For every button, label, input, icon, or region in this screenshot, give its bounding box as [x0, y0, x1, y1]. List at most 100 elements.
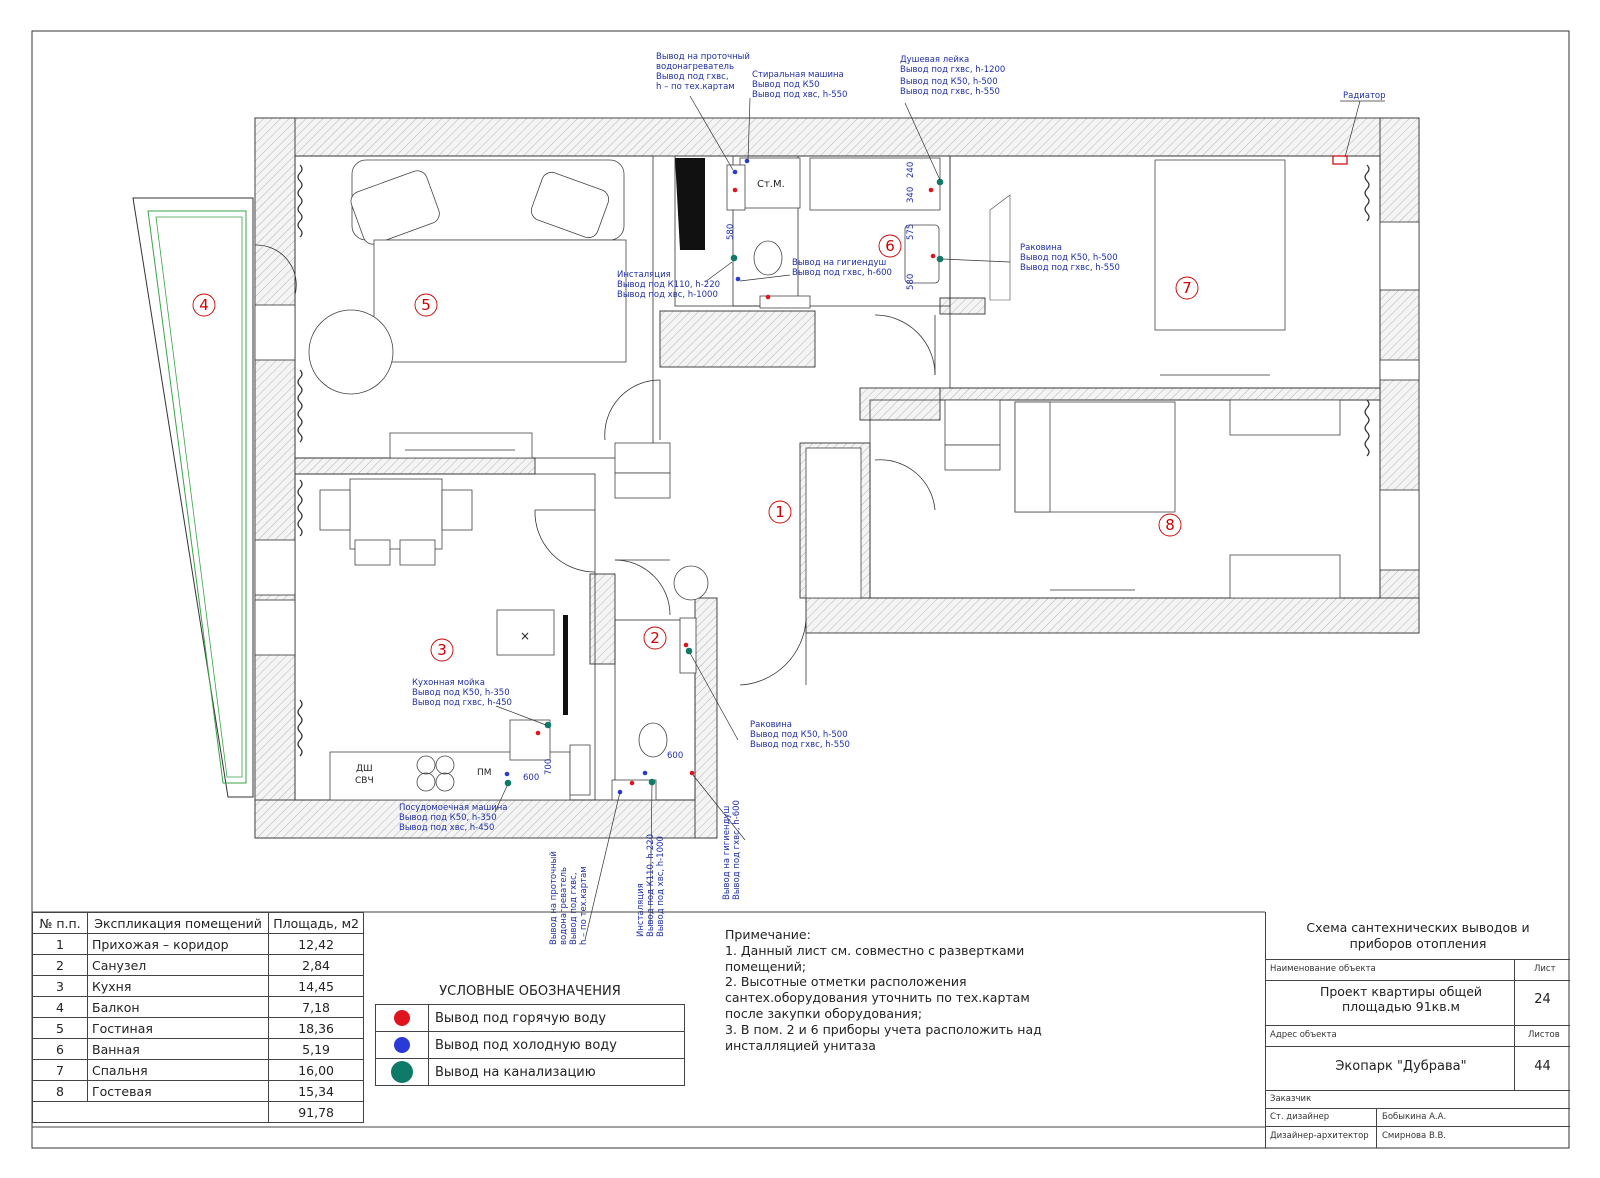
svg-text:700: 700: [544, 759, 554, 775]
svg-text:580: 580: [906, 274, 916, 290]
sheet-title: Схема сантехнических выводов и приборов …: [1306, 920, 1530, 951]
notes-title: Примечание:: [725, 927, 811, 942]
annotation-shower: Душевая лейка Вывод под гхвс, h-1200 Выв…: [900, 55, 1008, 97]
fixture-labels: Ст.М. ДШ СВЧ ПМ ×: [355, 179, 785, 786]
note-line: после закупки оборудования;: [725, 1005, 923, 1021]
sheets-label: Листов: [1528, 1030, 1560, 1040]
note-line: 2. Высотные отметки расположения: [725, 974, 967, 990]
svg-text:600: 600: [667, 751, 683, 761]
room-numbers: 1 2 3 4 5 6 7 8: [192, 234, 1199, 662]
note-line: сантех.оборудования уточнить по тех.карт…: [725, 990, 1030, 1006]
col-area: Площадь, м2: [268, 912, 364, 934]
annotation-sink-bath: Раковина Вывод под К50, h-500 Вывод под …: [1020, 243, 1120, 273]
annotation-sink-wc: Раковина Вывод под К50, h-500 Вывод под …: [750, 720, 850, 750]
svg-text:600: 600: [523, 773, 539, 783]
address: Экопарк "Дубрава": [1335, 1059, 1467, 1074]
room-marker-1: 1: [768, 500, 792, 524]
sheets-total: 44: [1534, 1059, 1551, 1074]
svg-text:240: 240: [906, 162, 916, 178]
svg-text:8: 8: [1165, 516, 1175, 534]
windows: [254, 221, 1420, 656]
annotation-water-heater: Вывод на проточный водонагреватель Вывод…: [656, 52, 753, 92]
bedroom-furniture: [614, 159, 1341, 599]
outlet-markers: [504, 158, 944, 795]
room-marker-6: 6: [878, 234, 902, 258]
sewer-dot: [391, 1061, 413, 1083]
svg-text:4: 4: [199, 296, 209, 314]
annotation-installation-top: Инсталяция Вывод под К110, h-220 Вывод п…: [617, 270, 723, 300]
annotation-kitchen-sink: Кухонная мойка Вывод под К50, h-350 Выво…: [412, 678, 512, 708]
leader-lines: [494, 95, 1385, 941]
architect-label: Дизайнер-архитектор: [1270, 1131, 1369, 1141]
sheet-label: Лист: [1534, 964, 1556, 974]
annotation-hygienic-top: Вывод на гигиендуш Вывод под гхвс, h-600: [792, 258, 892, 278]
legend-item-cold: Вывод под холодную воду: [376, 1032, 684, 1059]
svg-text:ДШ: ДШ: [356, 764, 373, 774]
room-marker-7: 7: [1175, 276, 1199, 300]
explication-table: № п.п. Экспликация помещений Площадь, м2…: [31, 912, 364, 1123]
doors: [254, 244, 936, 686]
annotation-water-heater-bottom: Вывод на проточный водонагреватель Вывод…: [549, 848, 589, 945]
customer-label: Заказчик: [1270, 1094, 1312, 1104]
notes: Примечание: 1. Данный лист см. совместно…: [725, 927, 1042, 1053]
col-number: № п.п.: [32, 912, 88, 934]
svg-text:6: 6: [885, 237, 895, 255]
annotation-radiator: Радиатор: [1343, 91, 1386, 101]
hot-water-dot: [394, 1010, 410, 1026]
note-line: инсталляцией унитаза: [725, 1037, 876, 1053]
svg-text:5: 5: [421, 296, 431, 314]
bathroom-fixtures: [611, 157, 941, 801]
room-marker-4: 4: [192, 293, 216, 317]
address-label: Адрес объекта: [1270, 1030, 1337, 1040]
room-marker-3: 3: [430, 638, 454, 662]
object-label: Наименование объекта: [1270, 964, 1376, 974]
note-line: 1. Данный лист см. совместно с развертка…: [725, 942, 1025, 958]
annotation-dishwasher: Посудомоечная машина Вывод под К50, h-35…: [399, 803, 510, 833]
svg-text:ПМ: ПМ: [477, 768, 492, 778]
legend-item-hot: Вывод под горячую воду: [376, 1005, 684, 1032]
svg-text:СВЧ: СВЧ: [355, 776, 374, 786]
title-block: Схема сантехнических выводов и приборов …: [1265, 912, 1570, 1148]
col-room: Экспликация помещений: [86, 912, 270, 934]
dimensions: 580 580 575 340 240 600 600 700: [523, 162, 916, 783]
kitchen-furniture: [319, 478, 591, 801]
balcony: [132, 197, 254, 798]
annotations: Вывод на проточный водонагреватель Вывод…: [399, 52, 1386, 945]
svg-text:3: 3: [437, 641, 447, 659]
legend: УСЛОВНЫЕ ОБОЗНАЧЕНИЯ Вывод под горячую в…: [375, 984, 685, 1086]
table-total-row: 91,78: [31, 1101, 364, 1123]
svg-text:Ст.М.: Ст.М.: [757, 179, 785, 190]
annotation-washing-machine: Стиральная машина Вывод под К50 Вывод по…: [752, 70, 847, 100]
svg-text:340: 340: [906, 187, 916, 203]
svg-text:×: ×: [520, 629, 530, 643]
room-marker-5: 5: [414, 293, 438, 317]
senior-designer-name: Бобыкина А.А.: [1382, 1112, 1447, 1122]
svg-text:7: 7: [1182, 279, 1192, 297]
room-marker-8: 8: [1158, 513, 1182, 537]
object-name: Проект квартиры общей площадью 91кв.м: [1319, 984, 1483, 1014]
architect-name: Смирнова В.В.: [1382, 1131, 1447, 1141]
cold-water-dot: [394, 1037, 410, 1053]
radiators: [297, 155, 1370, 757]
svg-text:1: 1: [775, 503, 785, 521]
svg-text:575: 575: [906, 224, 916, 240]
svg-text:2: 2: [650, 629, 660, 647]
legend-item-sewer: Вывод на канализацию: [376, 1059, 684, 1085]
living-room-furniture: [308, 159, 627, 459]
legend-title: УСЛОВНЫЕ ОБОЗНАЧЕНИЯ: [439, 984, 621, 999]
sheet-frame: [31, 30, 1570, 1149]
annotation-installation-bottom: Инсталяция Вывод под К110, h-220 Вывод п…: [636, 831, 666, 937]
svg-text:580: 580: [726, 224, 736, 240]
room-marker-2: 2: [643, 626, 667, 650]
note-line: 3. В пом. 2 и 6 приборы учета расположит…: [725, 1021, 1042, 1037]
sheet-number: 24: [1534, 992, 1551, 1007]
senior-designer-label: Ст. дизайнер: [1270, 1112, 1330, 1122]
